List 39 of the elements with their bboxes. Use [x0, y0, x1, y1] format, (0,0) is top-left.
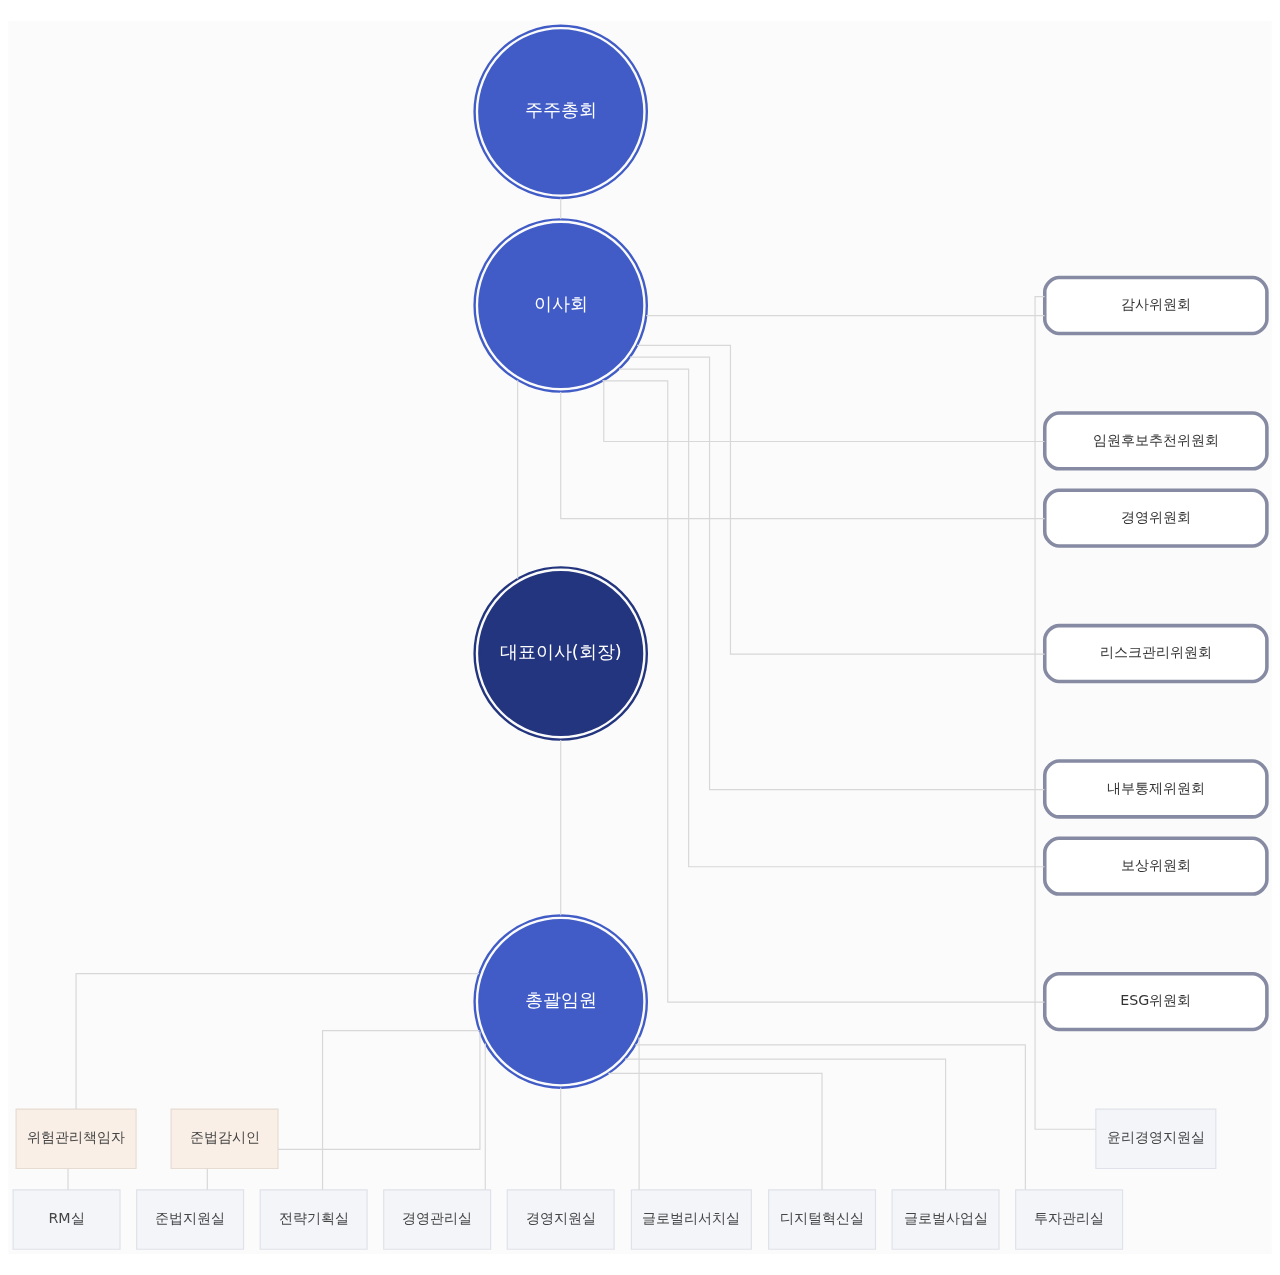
- connector: [560, 391, 1046, 520]
- node-box: 준법감시인: [170, 1108, 279, 1170]
- node-box: 임원후보추천위원회: [1043, 411, 1269, 471]
- connector: [277, 1030, 481, 1151]
- connector: [603, 379, 1046, 443]
- node-box: 보상위원회: [1043, 836, 1269, 896]
- node-box: 글로벌사업실: [891, 1189, 1000, 1250]
- node-box: 경영관리실: [383, 1189, 492, 1250]
- connector: [618, 368, 1046, 868]
- node-box: 윤리경영지원실: [1095, 1108, 1217, 1170]
- node-box: RM실: [12, 1189, 121, 1250]
- connector: [634, 1044, 1026, 1191]
- connector: [636, 344, 1046, 655]
- connector: [645, 315, 1046, 317]
- node-circle: 총괄임원: [473, 914, 649, 1089]
- connector: [206, 1168, 208, 1191]
- node-circle: 주주총회: [473, 24, 649, 200]
- connector: [517, 379, 519, 580]
- node-box: 전략기획실: [259, 1189, 368, 1250]
- connector: [607, 1072, 823, 1191]
- node-box: 투자관리실: [1015, 1189, 1124, 1250]
- node-box: 감사위원회: [1043, 275, 1269, 336]
- node-box: ESG위원회: [1043, 971, 1269, 1032]
- connector: [1034, 296, 1097, 1130]
- connector: [601, 380, 1046, 1003]
- node-circle: 대표이사(회장): [473, 566, 649, 741]
- connector: [321, 1030, 480, 1191]
- node-circle: 이사회: [473, 218, 649, 393]
- node-box: 경영지원실: [506, 1189, 615, 1250]
- node-box: 리스크관리위원회: [1043, 623, 1269, 684]
- connector: [75, 973, 480, 1110]
- node-box: 내부통제위원회: [1043, 759, 1269, 819]
- node-box: 위험관리책임자: [15, 1108, 137, 1170]
- connector: [624, 1058, 947, 1191]
- connector: [629, 356, 1045, 791]
- node-box: 디지털혁신실: [768, 1189, 877, 1250]
- node-box: 글로벌리서치실: [630, 1189, 752, 1250]
- node-box: 준법지원실: [136, 1189, 245, 1250]
- node-box: 경영위원회: [1043, 488, 1269, 548]
